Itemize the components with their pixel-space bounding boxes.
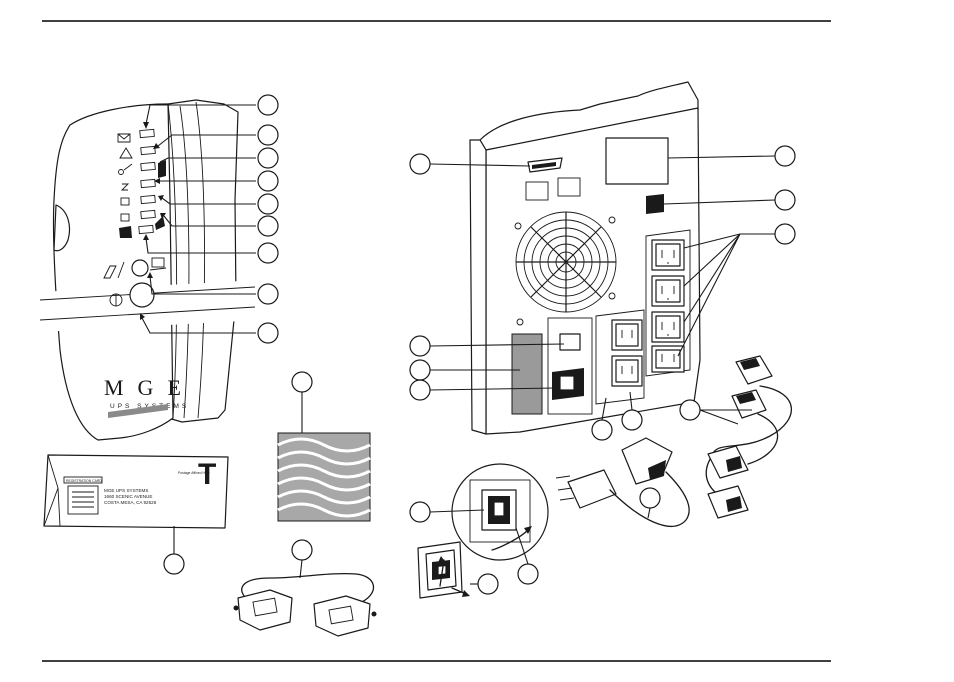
ups-rear-view — [469, 81, 701, 435]
card-address-line-2: 1660 SCENIC AVENUE — [104, 494, 152, 499]
off-button[interactable] — [129, 282, 155, 308]
fan-grille — [515, 211, 617, 313]
card-address-line-3: COSTA MESA, CA 92626 — [104, 500, 157, 505]
circuit-breaker — [559, 333, 581, 351]
serial-cable — [233, 539, 377, 637]
front-panel-callouts — [257, 94, 279, 344]
registration-card: REGISTRATION CARD MGE UPS SYSTEMS 1660 S… — [43, 454, 229, 575]
card-tab-label: REGISTRATION CARD — [66, 479, 102, 483]
rating-label — [605, 137, 669, 185]
rear-panel-callouts — [409, 145, 796, 441]
ups-front-view: MGE UPS SYSTEMS — [39, 99, 260, 441]
brand-logo: MGE — [104, 375, 195, 400]
rear-panel-leaders — [429, 155, 776, 421]
brand-stripe — [108, 404, 168, 418]
led-slots — [138, 128, 166, 235]
wall-socket-plug — [417, 541, 499, 599]
output-outlets-group-b — [595, 309, 645, 405]
rear-gray-panel — [511, 333, 543, 415]
front-panel-leaders — [140, 104, 256, 334]
socket-detail-inset — [409, 463, 549, 585]
wavy-pattern-swatch — [277, 371, 371, 522]
output-outlets-group-a — [651, 239, 685, 373]
output-cables — [679, 355, 793, 519]
power-cord — [555, 437, 690, 527]
card-address-line-1: MGE UPS SYSTEMS — [104, 488, 148, 493]
on-button[interactable] — [131, 259, 149, 277]
brand-subtitle: UPS SYSTEMS — [110, 403, 189, 410]
indicator-icons — [117, 133, 133, 238]
card-postage-note: Postage Affixed Here — [178, 471, 210, 475]
card-big-letter: T — [198, 458, 216, 491]
